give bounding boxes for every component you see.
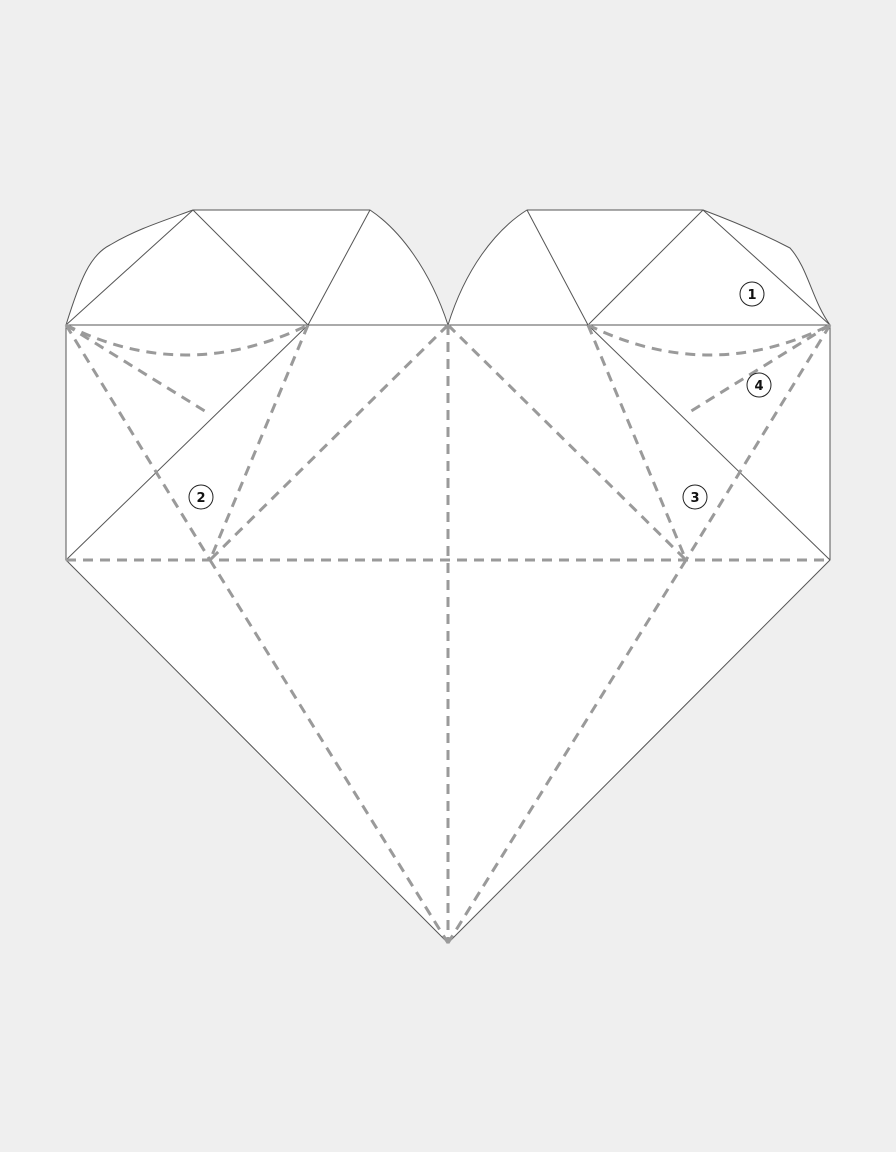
right-bottom-fold (446, 559, 688, 944)
left-corner-fold (64, 324, 212, 561)
left-bottom-fold (208, 559, 450, 944)
left-flap-edge-1 (65, 209, 194, 326)
right-curved-fold (587, 323, 831, 357)
left-diagonal (65, 324, 309, 561)
left-flap-edge-2 (192, 209, 309, 326)
left-short-fold (65, 323, 209, 415)
left-curved-fold (65, 323, 309, 357)
step-badge-4: 4 (746, 372, 772, 398)
step-badge-3: 3 (682, 484, 708, 510)
step-label-2: 2 (196, 491, 205, 506)
right-corner-fold (684, 324, 832, 561)
right-short-fold (687, 323, 831, 415)
right-diagonal (587, 324, 831, 561)
step-label-1: 1 (747, 288, 756, 303)
right-flap-edge-3 (702, 209, 831, 326)
left-inner-fold (208, 324, 310, 561)
center-to-left-fold (208, 323, 450, 562)
center-to-right-fold (446, 323, 688, 562)
right-flap-edge-1 (526, 209, 589, 326)
step-badge-1: 1 (739, 281, 765, 307)
right-inner-fold (586, 324, 688, 561)
right-flap-edge-2 (587, 209, 704, 326)
step-label-3: 3 (690, 491, 699, 506)
fold-lines (64, 323, 832, 944)
step-badge-2: 2 (188, 484, 214, 510)
step-label-4: 4 (754, 379, 763, 394)
left-flap-edge-3 (307, 209, 371, 326)
